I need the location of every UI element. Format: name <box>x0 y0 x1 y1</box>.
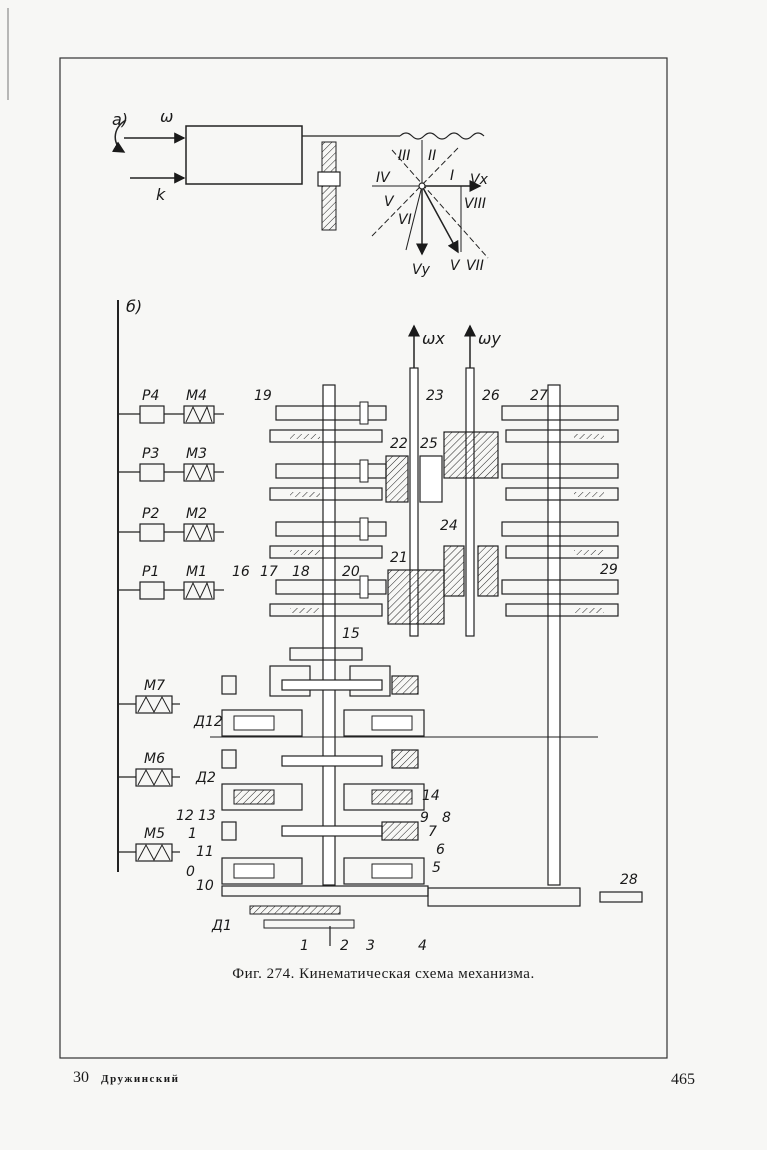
diff-d1-label: Д1 <box>211 918 232 934</box>
dir-IV: IV <box>376 170 391 186</box>
part-21: 21 <box>390 550 408 566</box>
shaft-26 <box>466 368 474 636</box>
part-19: 19 <box>254 388 272 404</box>
part-10: 10 <box>196 878 214 894</box>
page-number: 465 <box>671 1071 695 1089</box>
gear-22 <box>386 456 408 502</box>
part-5: 5 <box>432 860 441 876</box>
relay-row-p2: P2 M2 <box>118 506 224 541</box>
part-15: 15 <box>342 626 360 642</box>
part-18: 18 <box>292 564 310 580</box>
diagram-b-label: б) <box>126 297 142 316</box>
input-omega-label: ω <box>160 107 173 126</box>
diff-d2-label: Д2 <box>195 770 216 786</box>
rack-pinion <box>318 172 340 186</box>
part-14: 14 <box>422 788 440 804</box>
omega-x-label: ωx <box>422 329 445 348</box>
gear-25 <box>444 432 498 478</box>
vy-label: Vy <box>412 262 431 278</box>
gear-22b <box>420 456 442 502</box>
magnet-m4-label: M4 <box>186 388 207 404</box>
part-17: 17 <box>260 564 278 580</box>
page-left-number: 30 <box>73 1069 89 1086</box>
diagram-a: a) ω k III II IV I Vx V V <box>112 107 489 278</box>
magnet-m5-label: M5 <box>144 826 165 842</box>
magnet-m3-label: M3 <box>186 446 207 462</box>
part-6: 6 <box>436 842 445 858</box>
part-0: 0 <box>186 864 195 880</box>
part-3: 3 <box>366 938 375 954</box>
gear-21 <box>388 570 444 624</box>
magnet-m6-label: M6 <box>144 751 165 767</box>
part-8: 8 <box>442 810 451 826</box>
relay-row-p4: P4 M4 <box>118 388 224 423</box>
gear-24b <box>478 546 498 596</box>
part-4: 4 <box>418 938 427 954</box>
part-9: 9 <box>420 810 429 826</box>
magnet-m1-label: M1 <box>186 564 207 580</box>
v-label: V <box>450 258 461 274</box>
vx-label: Vx <box>470 172 489 188</box>
diff-d12-label: Д12 <box>193 714 223 730</box>
part-1-bottom: 1 <box>300 938 309 954</box>
diagram-b: б) P4 M4 P3 M3 <box>118 297 642 954</box>
part-28: 28 <box>620 872 638 888</box>
part-29: 29 <box>600 562 618 578</box>
part-2: 2 <box>340 938 349 954</box>
part-11: 11 <box>196 844 214 860</box>
relay-p1-label: P1 <box>142 564 159 580</box>
dir-I: I <box>450 168 454 184</box>
dir-III: III <box>398 148 410 164</box>
part-22: 22 <box>390 436 408 452</box>
magnet-m7: M7 <box>118 678 180 713</box>
omega-y-label: ωy <box>478 329 501 348</box>
magnet-m7-label: M7 <box>144 678 165 694</box>
gear-24 <box>444 546 464 596</box>
magnet-m5: M5 <box>118 826 180 861</box>
magnet-m2-label: M2 <box>186 506 207 522</box>
part-12: 12 <box>176 808 194 824</box>
shaft-27 <box>548 385 560 885</box>
flexible-shaft <box>400 133 484 139</box>
relay-row-p1: P1 M1 <box>118 564 224 599</box>
part-27: 27 <box>530 388 548 404</box>
relay-p3-label: P3 <box>142 446 159 462</box>
dir-V: V <box>384 194 395 210</box>
part-25: 25 <box>420 436 438 452</box>
author-name: Дружинский <box>101 1073 179 1085</box>
part-20: 20 <box>342 564 360 580</box>
magnet-m6: M6 <box>118 751 180 786</box>
control-block <box>186 126 302 184</box>
direction-star: III II IV I Vx V VIII VI Vy V VII <box>372 140 489 278</box>
dir-II: II <box>428 148 436 164</box>
figure-caption: Фиг. 274. Кинематическая схема механизма… <box>0 966 767 983</box>
part-13: 13 <box>198 808 216 824</box>
dir-VI: VI <box>398 212 412 228</box>
main-shaft <box>323 385 335 885</box>
part-26: 26 <box>482 388 500 404</box>
part-23: 23 <box>426 388 444 404</box>
dir-VII: VII <box>466 258 484 274</box>
dir-VIII: VIII <box>464 196 486 212</box>
input-k-label: k <box>156 185 166 204</box>
part-24: 24 <box>440 518 458 534</box>
part-16: 16 <box>232 564 250 580</box>
relay-row-p3: P3 M3 <box>118 446 224 481</box>
footer-left: 30 Дружинский <box>73 1069 179 1087</box>
relay-p2-label: P2 <box>142 506 159 522</box>
part-1: 1 <box>188 826 197 842</box>
relay-p4-label: P4 <box>142 388 159 404</box>
part-7: 7 <box>428 824 437 840</box>
